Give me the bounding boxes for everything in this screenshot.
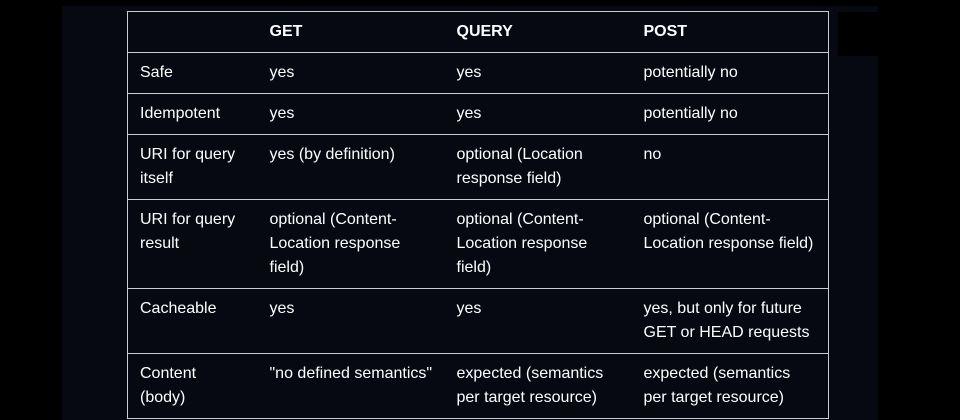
cell-get: yes: [257, 52, 445, 94]
table-row-uri-query-itself: URI for query itself yes (by definition)…: [127, 134, 829, 200]
row-label: Safe: [127, 52, 258, 94]
header-cell-get: GET: [257, 11, 445, 53]
cell-get: yes (by definition): [257, 134, 445, 200]
cell-post: yes, but only for future GET or HEAD req…: [631, 288, 829, 354]
row-label: URI for query result: [127, 199, 258, 289]
cell-post: potentially no: [631, 52, 829, 94]
header-row: GET QUERY POST: [127, 11, 829, 53]
cell-get: yes: [257, 93, 445, 135]
cell-post: no: [631, 134, 829, 200]
cell-query: yes: [444, 288, 632, 354]
comparison-table: GET QUERY POST Safe yes yes potentially …: [127, 11, 829, 419]
cell-get: "no defined semantics": [257, 353, 445, 419]
header-cell-query: QUERY: [444, 11, 632, 53]
cell-query: optional (Location response field): [444, 134, 632, 200]
cell-post: potentially no: [631, 93, 829, 135]
row-label: Idempotent: [127, 93, 258, 135]
cell-query: yes: [444, 93, 632, 135]
row-label: URI for query itself: [127, 134, 258, 200]
cell-query: yes: [444, 52, 632, 94]
cell-post: optional (Content-Location response fiel…: [631, 199, 829, 289]
header-cell-post: POST: [631, 11, 829, 53]
cell-post: expected (semantics per target resource): [631, 353, 829, 419]
row-label: Content (body): [127, 353, 258, 419]
decorative-bar: [838, 12, 878, 56]
table-row-cacheable: Cacheable yes yes yes, but only for futu…: [127, 288, 829, 354]
table-row-safe: Safe yes yes potentially no: [127, 52, 829, 94]
row-label: Cacheable: [127, 288, 258, 354]
table-row-content-body: Content (body) "no defined semantics" ex…: [127, 353, 829, 419]
cell-query: optional (Content-Location response fiel…: [444, 199, 632, 289]
header-cell-empty: [127, 11, 258, 53]
cell-query: expected (semantics per target resource): [444, 353, 632, 419]
table-row-uri-query-result: URI for query result optional (Content-L…: [127, 199, 829, 289]
cell-get: yes: [257, 288, 445, 354]
cell-get: optional (Content-Location response fiel…: [257, 199, 445, 289]
table-row-idempotent: Idempotent yes yes potentially no: [127, 93, 829, 135]
